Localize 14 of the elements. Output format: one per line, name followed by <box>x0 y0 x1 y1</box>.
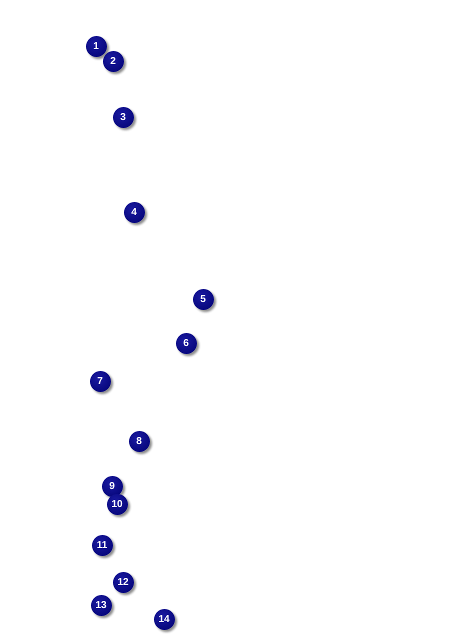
callout-number: 10 <box>106 494 128 514</box>
callout-number: 13 <box>90 594 112 616</box>
callout-number: 3 <box>112 106 134 128</box>
callout-number: 1 <box>86 36 106 56</box>
callout-number: 7 <box>90 370 110 392</box>
callout-number: 11 <box>92 534 112 556</box>
callout-number: 4 <box>124 202 144 222</box>
callout-number: 8 <box>128 430 150 452</box>
callout-number: 12 <box>112 572 134 592</box>
callout-number: 14 <box>154 608 174 630</box>
callout-number: 6 <box>176 332 196 354</box>
callout-number: 2 <box>102 50 124 72</box>
callout-number: 5 <box>192 288 214 310</box>
callout-number: 9 <box>102 476 122 496</box>
